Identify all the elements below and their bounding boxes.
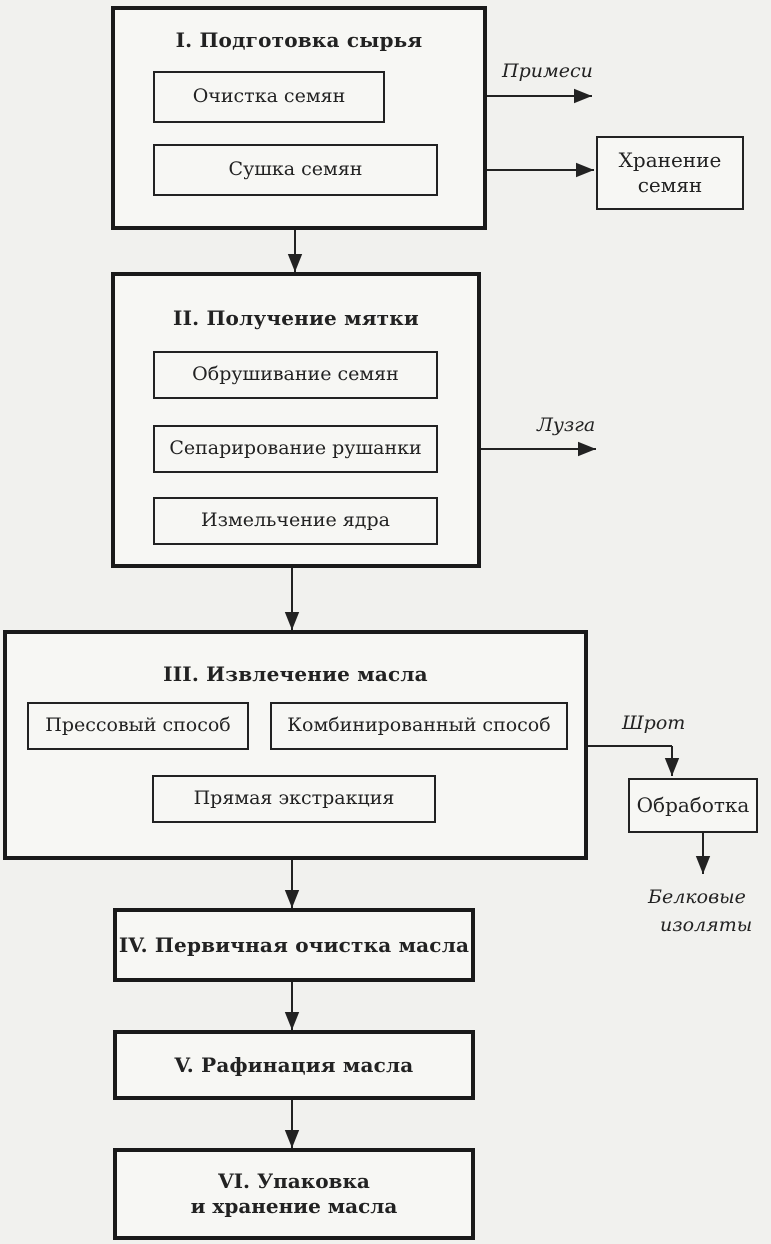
stage-6-box: VI. Упаковка и хранение масла	[113, 1148, 475, 1240]
stage-4-box: IV. Первичная очистка масла	[113, 908, 475, 982]
step-seed-drying: Сушка семян	[153, 144, 438, 196]
step-combined: Комбинированный способ	[270, 702, 568, 750]
step-seed-cleaning: Очистка семян	[153, 71, 385, 123]
step-pressing: Прессовый способ	[27, 702, 249, 750]
stage-3-title: III. Извлечение масла	[163, 662, 428, 686]
label-meal: Шрот	[622, 712, 686, 734]
stage-6-title-line2: и хранение масла	[190, 1194, 398, 1218]
stage-2-title: II. Получение мятки	[173, 306, 419, 330]
label-isolates-line2: изоляты	[660, 914, 753, 936]
step-extraction: Прямая экстракция	[152, 775, 436, 823]
stage-4-title: IV. Первичная очистка масла	[118, 932, 470, 957]
seed-storage-line2: семян	[637, 173, 703, 197]
stage-5-title: V. Рафинация масла	[174, 1052, 414, 1077]
stage-5-box: V. Рафинация масла	[113, 1030, 475, 1100]
step-seed-hulling: Обрушивание семян	[153, 351, 438, 399]
label-husk: Лузга	[537, 414, 596, 436]
label-impurities: Примеси	[502, 60, 593, 82]
seed-storage-line1: Хранение	[618, 148, 722, 172]
step-kernel-grinding: Измельчение ядра	[153, 497, 438, 545]
stage-6-title-line1: VI. Упаковка	[218, 1169, 370, 1193]
seed-storage-box: Хранение семян	[596, 136, 744, 210]
step-husk-separation: Сепарирование рушанки	[153, 425, 438, 473]
label-isolates-line1: Белковые	[648, 886, 746, 908]
processing-box: Обработка	[628, 778, 758, 833]
stage-1-title: I. Подготовка сырья	[175, 28, 423, 52]
